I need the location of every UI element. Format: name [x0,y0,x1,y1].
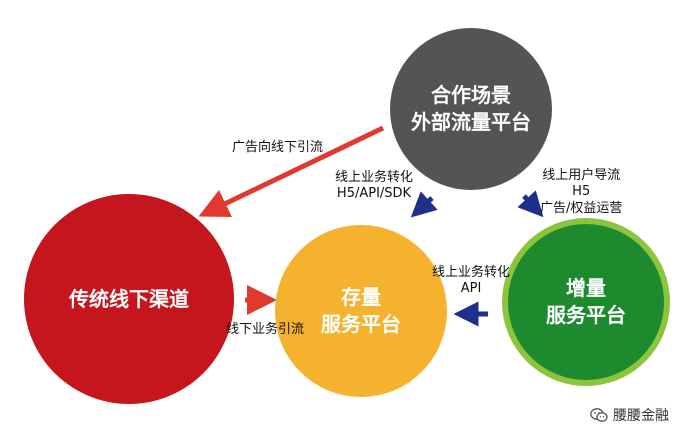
label-offline-guide: 线下业务引流 [226,322,305,337]
label-online-conversion-1-sub: H5/API/SDK [336,186,412,202]
external-line2: 外部流量平台 [411,110,531,134]
label-user-guide-3: 广告/权益运营 [540,200,623,216]
label-online-conversion-2-title: 线上业务转化 [432,265,511,280]
incremental-platform-circle: 增量 服务平台 [502,218,670,386]
label-user-guide-2: H5 [572,184,591,200]
incremental-line2: 服务平台 [546,303,626,327]
label-user-guide-1: 线上用户导流 [542,168,621,183]
traditional-line1: 传统线下渠道 [69,286,189,311]
stock-line2: 服务平台 [321,312,401,336]
incremental-line1: 增量 [566,276,606,300]
label-online-conversion-1: 线上业务转化 H5/API/SDK [335,170,413,203]
arrow-ext-to-incremental [517,190,544,218]
arrow-ext-to-stock [410,191,438,218]
stock-platform-circle: 存量 服务平台 [275,225,447,397]
stock-line1: 存量 [341,285,381,309]
external-traffic-circle: 合作场景 外部流量平台 [390,28,552,190]
external-line1: 合作场景 [431,83,511,107]
watermark: 腰腰金融 [590,405,669,425]
label-ad-offline: 广告向线下引流 [232,140,324,155]
label-online-conversion-1-title: 线上业务转化 [335,170,414,185]
watermark-text: 腰腰金融 [613,408,669,424]
label-online-conversion-2: 线上业务转化 API [432,265,510,298]
wechat-icon [590,408,608,422]
label-user-guide: 线上用户导流 H5 广告/权益运营 [540,168,622,217]
traditional-channel-circle: 传统线下渠道 [24,194,234,404]
label-online-conversion-2-sub: API [460,281,482,297]
arrow-ad-offline [198,125,385,218]
